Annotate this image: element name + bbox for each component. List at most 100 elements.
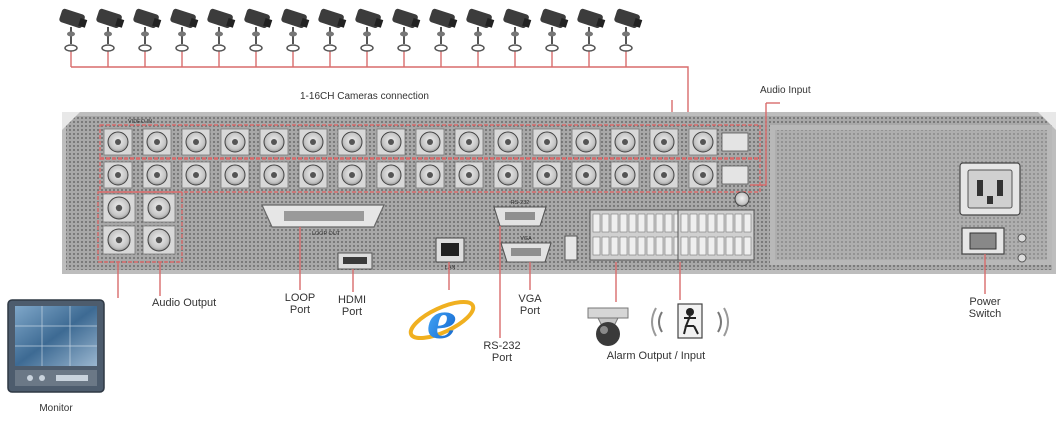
lan-jack [441,243,459,256]
cctv-camera-icon [170,8,199,52]
ptz-dome-camera-icon [587,307,629,346]
hdmi-port-label: HDMI Port [326,294,378,318]
bnc-connector-icon [181,161,211,189]
cctv-camera-icon [540,8,569,52]
callout-lines [117,102,986,338]
bnc-connector-icon [454,161,484,189]
panel-corner-left [62,112,80,130]
bnc-connector-icon [102,225,136,255]
bnc-connector-icon [181,128,211,156]
bnc-connector-icon [454,128,484,156]
camera-wiring [70,51,689,133]
hdmi-port-label-line1: HDMI [337,294,367,306]
bnc-connector-icon [649,161,679,189]
hdmi-slot [343,257,367,264]
video-in-mark: VIDEO IN [128,119,152,125]
cctv-camera-icon [355,8,384,52]
hdmi-port-label-line2: Port [341,306,363,318]
bnc-connector-icon [376,128,406,156]
bnc-connector-icon [610,128,640,156]
cctv-camera-icon [59,8,88,52]
cctv-camera-icon [318,8,347,52]
lan-connector: LAN [435,237,465,271]
loop-port-connector: LOOP OUT [261,204,385,237]
camera-row [59,8,643,52]
cctv-camera-icon [614,8,643,52]
bnc-connector-icon [376,161,406,189]
rs232-mark: RS-232 [511,200,530,206]
loop-out-mark: LOOP OUT [312,231,341,237]
bnc-connector-icon [493,161,523,189]
monitor-label: Monitor [39,403,73,414]
bnc-connector-icon [259,128,289,156]
vga-pins [511,248,541,256]
bnc-connector-icon [493,128,523,156]
bnc-connector-icon [142,161,172,189]
bnc-connector-icon [415,128,445,156]
alarm-terminal-blocks [589,209,755,261]
panel-screw [1017,253,1027,263]
cctv-camera-icon [577,8,606,52]
audio-input-line [750,103,767,186]
loop-out-box [99,157,761,193]
bnc-connector-icon [220,128,250,156]
power-switch-button [961,227,1005,255]
bnc-connector-icon [571,128,601,156]
bnc-connector-icon [415,161,445,189]
bnc-connector-icon [337,161,367,189]
cameras-connection-label: 1-16CH Cameras connection [300,91,429,102]
bnc-connector-icon [649,128,679,156]
video-in-box [99,124,761,160]
cctv-camera-icon [96,8,125,52]
bnc-connector-icon [571,161,601,189]
loop-port-label-line2: Port [289,304,311,316]
vga-connector: VGA [500,236,552,263]
panel-connectors: LOOP OUT LAN RS-232 [261,162,1027,271]
power-socket-icon [959,162,1021,216]
panel-switch [564,235,578,261]
bnc-connector-icon [259,161,289,189]
bnc-connector-rows: VIDEO IN [97,119,761,263]
bnc-connector-icon [102,193,136,223]
rs232-pins [505,212,535,220]
vga-port-label-line2: Port [519,305,541,317]
bnc-connector-icon [337,128,367,156]
bnc-connector-icon [103,161,133,189]
cctv-camera-icon [207,8,236,52]
loop-port-label-line1: LOOP [284,292,316,304]
cctv-camera-icon [281,8,310,52]
power-switch-label-line1: Power [969,296,1001,308]
camera-bus-wire [71,66,689,133]
rs232-port-label-line1: RS-232 [483,340,521,352]
rs232-port-label-line2: Port [491,352,513,364]
bnc-connector-icon [103,128,133,156]
cctv-camera-icon [503,8,532,52]
loop-pins [284,211,364,221]
rs232-connector: RS-232 [493,200,547,227]
bnc-connector-icon [532,128,562,156]
alarm-sensor-icon [651,303,729,339]
svg-text:e: e [427,294,458,350]
cctv-camera-icon [133,8,162,52]
loop-port-label: LOOP Port [276,292,324,316]
bnc-connector-icon [688,128,718,156]
panel-screw [1017,233,1027,243]
bnc-connector-icon [220,161,250,189]
hdmi-connector [337,252,373,270]
vga-port-label: VGA Port [512,293,548,317]
power-switch-label-line2: Switch [968,308,1002,320]
bnc-connector-icon [532,161,562,189]
cctv-camera-icon [392,8,421,52]
bnc-connector-icon [298,128,328,156]
audio-port-tag [721,165,749,185]
vga-mark: VGA [520,236,532,242]
rs232-port-label: RS-232 Port [478,340,526,364]
cctv-camera-icon [466,8,495,52]
bnc-connector-icon [688,161,718,189]
bnc-connector-icon [610,161,640,189]
internet-explorer-icon: e [408,294,476,350]
audio-port-tag [721,132,749,152]
cctv-camera-icon [429,8,458,52]
